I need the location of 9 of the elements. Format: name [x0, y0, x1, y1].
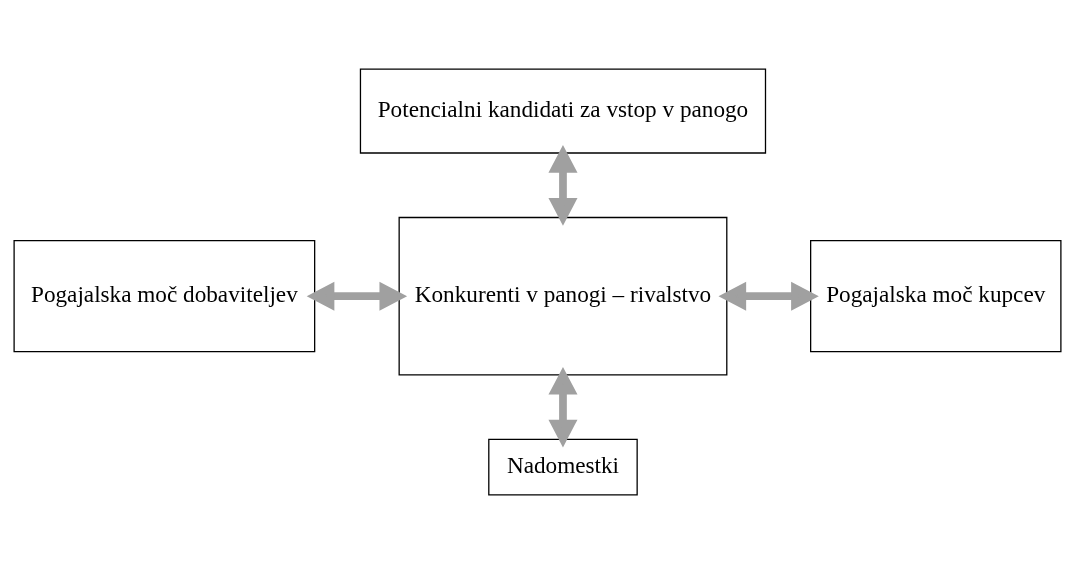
node-box: Pogajalska moč kupcev	[810, 239, 1062, 352]
arrow	[718, 281, 819, 311]
node-box: Potencialni kandidati za vstop v panogo	[359, 68, 767, 154]
arrow	[306, 281, 408, 311]
arrow	[548, 366, 578, 447]
node-box: Pogajalska moč dobaviteljev	[13, 239, 316, 352]
node-box: Nadomestki	[488, 438, 638, 495]
node-box: Konkurenti v panogi – rivalstvo	[398, 216, 728, 376]
arrow	[548, 144, 578, 226]
